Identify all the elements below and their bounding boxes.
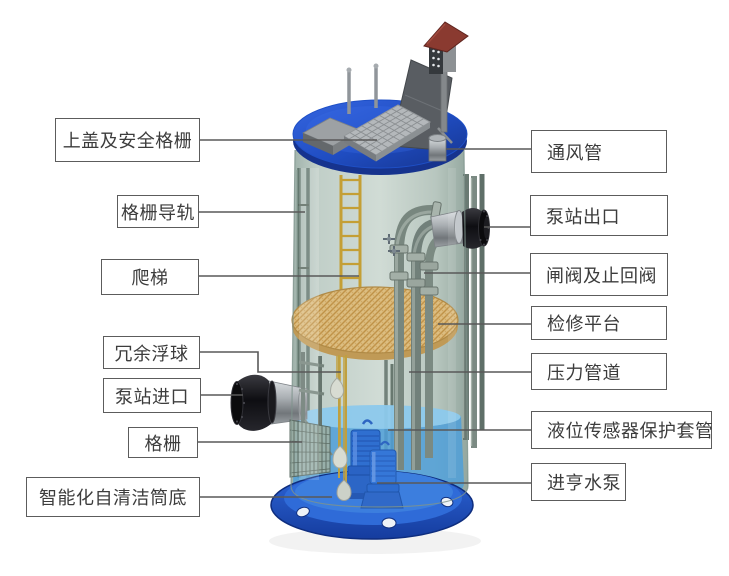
handrails — [346, 63, 379, 114]
control-box-pole — [423, 21, 469, 133]
label-redundant-float-ball: 冗余浮球 — [103, 336, 200, 369]
grille-basket — [289, 419, 331, 478]
label-grille: 格栅 — [128, 427, 198, 458]
label-pressure-pipe: 压力管道 — [531, 353, 667, 390]
leader-lines — [198, 139, 531, 498]
vent-pipe — [428, 134, 447, 162]
outlet-pipe — [430, 207, 490, 249]
valve-handwheel — [383, 234, 400, 256]
label-station-inlet: 泵站进口 — [103, 378, 201, 413]
submersible-pumps — [339, 419, 404, 509]
float-balls — [329, 355, 352, 501]
label-grille-guide-rail: 格栅导轨 — [117, 195, 199, 228]
label-ladder: 爬梯 — [101, 259, 199, 295]
label-station-outlet: 泵站出口 — [530, 195, 668, 236]
label-top-cover-safety-grille: 上盖及安全格栅 — [55, 118, 200, 162]
label-self-cleaning-bottom: 智能化自清洁筒底 — [26, 477, 200, 517]
label-level-sensor-sleeve: 液位传感器保护套管 — [531, 411, 713, 449]
tank-glass-highlight — [290, 149, 469, 508]
label-service-platform: 检修平台 — [531, 306, 667, 340]
safety-grille — [343, 104, 432, 162]
label-water-pump: 进亨水泵 — [531, 463, 626, 501]
label-gate-check-valve: 闸阀及止回阀 — [530, 253, 668, 296]
label-vent-pipe: 通风管 — [531, 130, 667, 173]
